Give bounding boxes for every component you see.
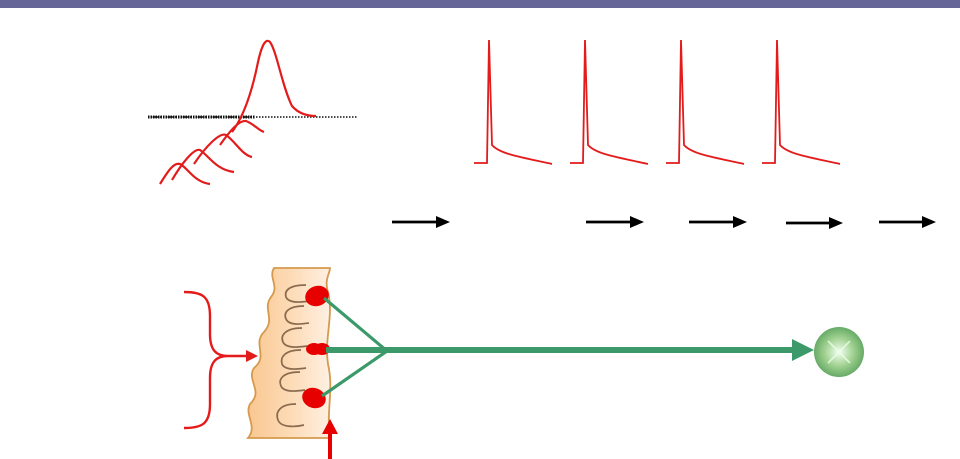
- curly-brace-icon: [183, 290, 229, 430]
- arrow-4: [786, 217, 843, 229]
- propagation-arrows: [392, 216, 936, 229]
- tissue-folds: [276, 284, 311, 428]
- arrow-3: [689, 216, 747, 228]
- brace-pointer-arrowhead: [246, 350, 258, 362]
- action-potential-train: [474, 39, 841, 165]
- axon-branch-bottom: [321, 349, 388, 398]
- graded-potential-2: [171, 148, 235, 181]
- receptor-top: [305, 285, 329, 307]
- arrow-1: [392, 216, 450, 228]
- graded-potentials-plot: [148, 39, 358, 186]
- graded-potential-3: [193, 133, 253, 165]
- action-potential-1: [474, 39, 553, 165]
- target-cell-icon: [814, 327, 864, 377]
- action-potential-3: [666, 39, 745, 165]
- up-arrow-icon: [322, 419, 338, 459]
- sensory-neuron: [321, 296, 814, 398]
- axon-branch-top: [322, 296, 389, 353]
- axon-arrowhead: [792, 339, 814, 361]
- arrow-2: [586, 216, 644, 228]
- suprathreshold-peak: [231, 39, 317, 133]
- receptor-bottom: [302, 387, 326, 409]
- receptor-tissue: [246, 267, 332, 439]
- arrow-5: [879, 216, 936, 228]
- action-potential-4: [762, 39, 841, 165]
- graded-potential-1: [159, 162, 211, 186]
- action-potential-2: [570, 39, 649, 165]
- graded-potential-4: [219, 119, 265, 146]
- top-bar: [0, 0, 960, 8]
